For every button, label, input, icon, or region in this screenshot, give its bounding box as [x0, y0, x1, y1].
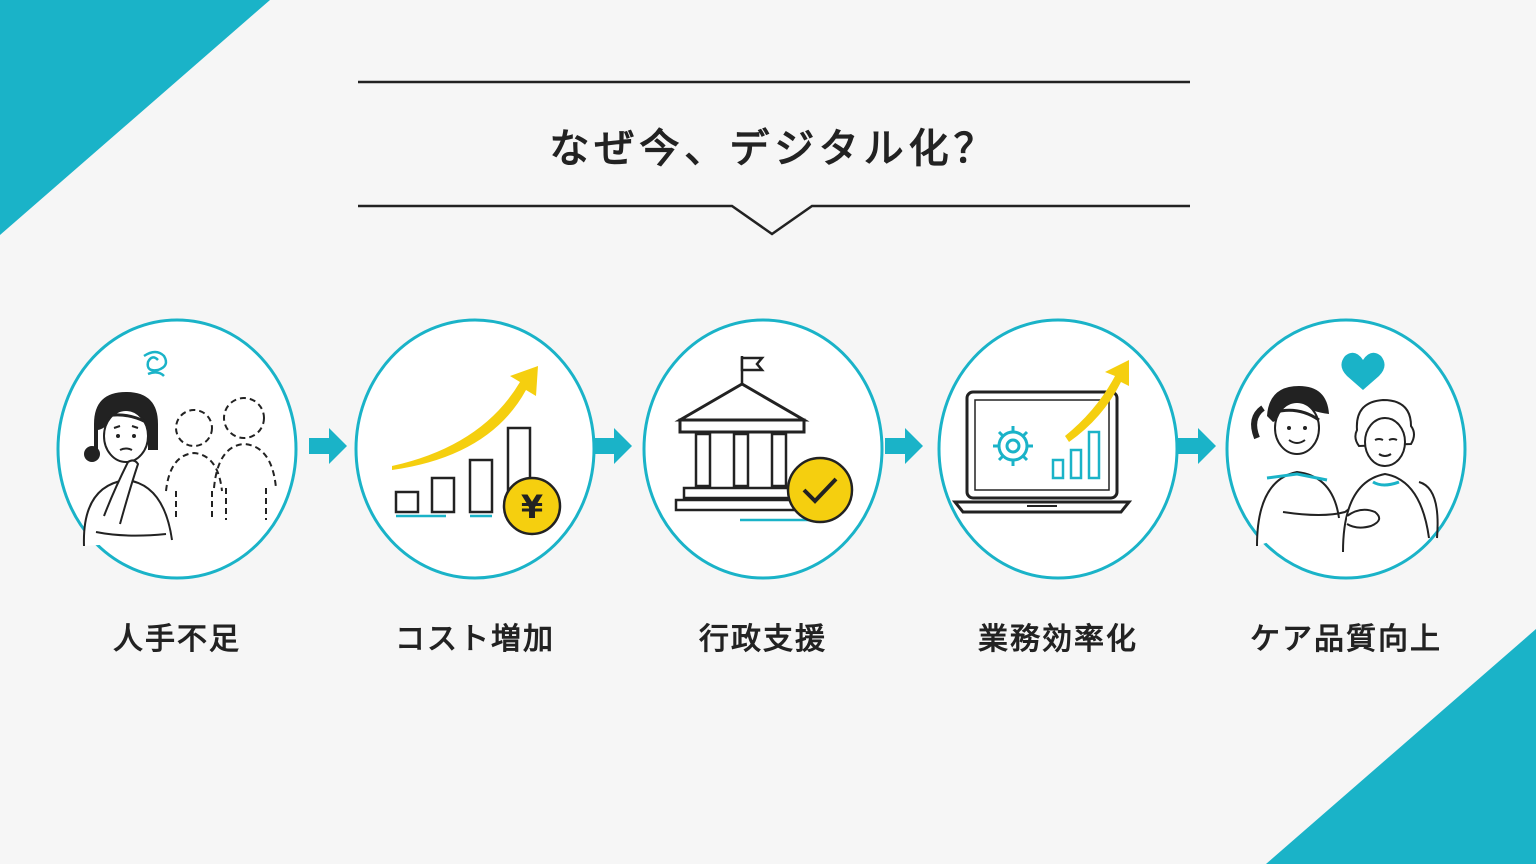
- corner-triangle-top-left: [0, 0, 270, 235]
- worried-person-icon: [56, 318, 298, 580]
- step-label: コスト増加: [395, 622, 555, 657]
- arrow-right-icon: [594, 428, 632, 464]
- title-frame: なぜ今、デジタル化？: [356, 78, 1192, 238]
- arrow-right-icon: [309, 428, 347, 464]
- rising-cost-icon: ¥: [354, 318, 596, 580]
- page-title: なぜ今、デジタル化？: [549, 126, 999, 172]
- laptop-efficiency-icon: [937, 318, 1179, 580]
- government-building-icon: [642, 318, 884, 580]
- corner-triangle-bottom-right: [1266, 629, 1536, 864]
- step-label: 業務効率化: [978, 622, 1138, 657]
- step-label: 行政支援: [699, 622, 827, 657]
- arrow-right-icon: [1178, 428, 1216, 464]
- heart-icon: [1341, 352, 1385, 390]
- caregiver-senior-icon: [1225, 318, 1467, 580]
- title-frame-lines: [358, 80, 1190, 236]
- arrow-right-icon: [885, 428, 923, 464]
- step-label: ケア品質向上: [1250, 622, 1442, 657]
- yen-badge: ¥: [521, 488, 543, 526]
- step-label: 人手不足: [113, 622, 241, 657]
